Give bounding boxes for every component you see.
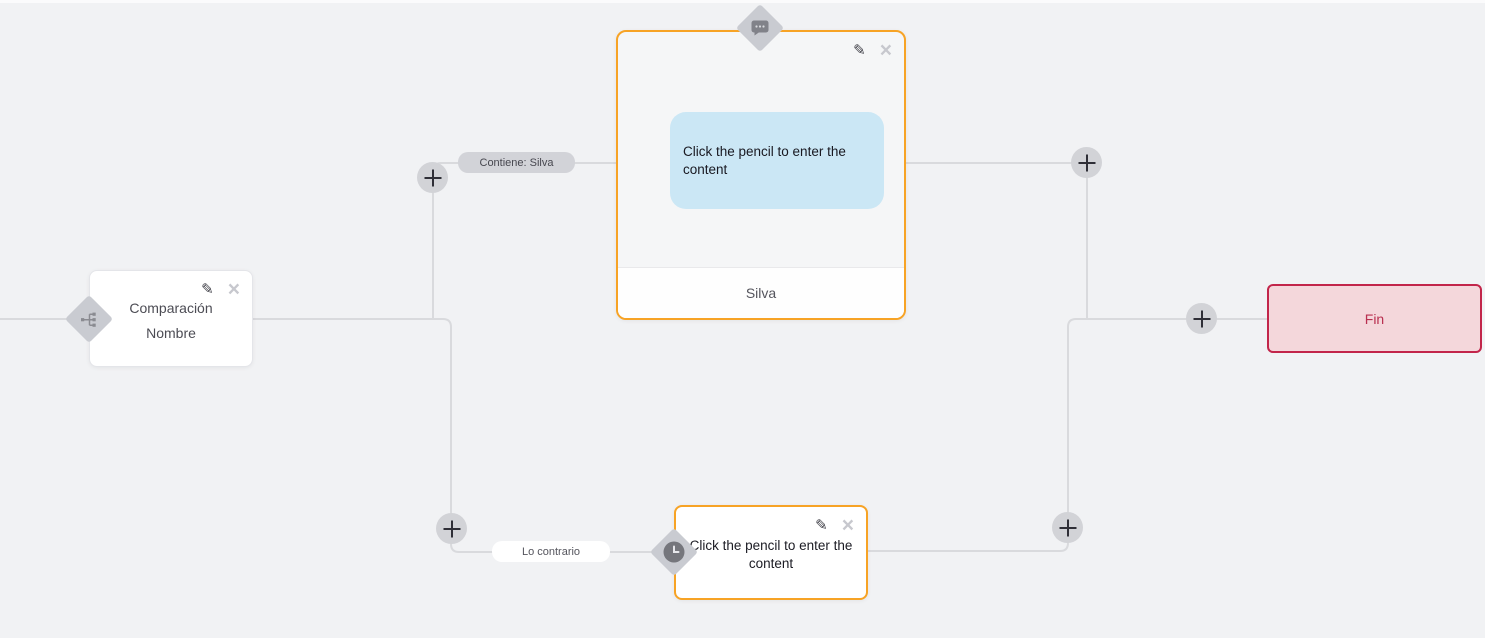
edge-merge-to-end (868, 318, 1268, 552)
condition-node[interactable]: ✎ × Comparación Nombre (89, 270, 253, 367)
edge-condition-to-message (432, 162, 616, 318)
clock-icon (663, 541, 685, 563)
condition-title: Comparación Nombre (90, 296, 252, 346)
timeout-node[interactable]: ✎ × Click the pencil to enter the conten… (674, 505, 868, 600)
condition-title-line1: Comparación (129, 300, 213, 316)
end-node-label: Fin (1364, 310, 1385, 327)
close-icon[interactable]: × (227, 278, 240, 301)
end-node[interactable]: Fin (1267, 284, 1482, 353)
message-node[interactable]: ✎ × Click the pencil to enter the conten… (616, 30, 906, 320)
message-placeholder-text: Click the pencil to enter the content (683, 143, 846, 177)
canvas-top-edge (0, 0, 1485, 3)
edit-icon[interactable]: ✎ (201, 280, 214, 298)
timeout-node-actions: ✎ × (815, 515, 854, 536)
sitemap-icon (81, 311, 98, 328)
add-step-button-match-branch[interactable] (417, 162, 448, 193)
add-step-button-after-message[interactable] (1071, 147, 1102, 178)
add-step-button-after-timeout[interactable] (1052, 512, 1083, 543)
edge-label-otherwise[interactable]: Lo contrario (492, 541, 610, 562)
add-step-button-before-end[interactable] (1186, 303, 1217, 334)
message-bubble: Click the pencil to enter the content (670, 112, 884, 209)
message-footer-label: Silva (745, 285, 777, 301)
speech-bubble-icon (751, 20, 769, 36)
timeout-placeholder-text: Click the pencil to enter the content (689, 538, 853, 572)
condition-title-line2: Nombre (146, 325, 196, 341)
message-type-badge (735, 3, 785, 53)
message-node-actions: ✎ × (853, 40, 892, 61)
edge-label-contains[interactable]: Contiene: Silva (458, 152, 575, 173)
edge-condition-to-timeout (253, 318, 654, 553)
timeout-type-badge (649, 527, 699, 577)
condition-type-badge (64, 294, 114, 344)
edit-icon[interactable]: ✎ (815, 516, 828, 534)
edge-message-to-merge (906, 162, 1088, 318)
close-icon[interactable]: × (879, 39, 892, 62)
add-step-button-otherwise-branch[interactable] (436, 513, 467, 544)
condition-node-actions: ✎ × (201, 279, 240, 300)
close-icon[interactable]: × (841, 514, 854, 537)
message-footer: Silva (618, 267, 904, 318)
edit-icon[interactable]: ✎ (853, 41, 866, 59)
